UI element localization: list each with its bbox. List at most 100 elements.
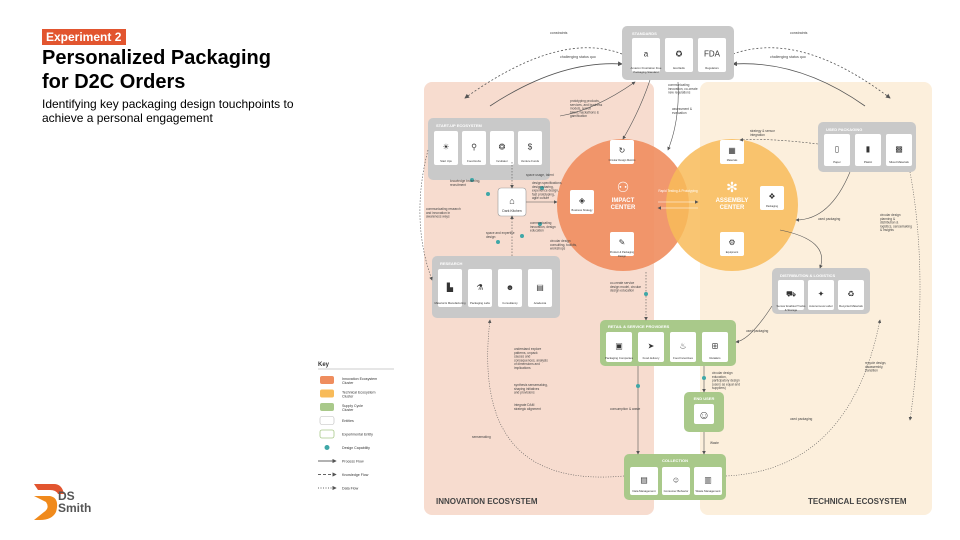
- legend-item-3: Entities: [319, 416, 354, 425]
- innovation-ecosystem-label: INNOVATION ECOSYSTEM: [436, 497, 538, 506]
- data-icon: ▤: [640, 475, 648, 484]
- flow-assembly-distribution: [779, 229, 823, 269]
- user-icon: ☺: [698, 408, 710, 422]
- challenging-flow-right: [732, 61, 866, 107]
- consumer-icon: ☺: [672, 475, 680, 484]
- cutlery-icon: ⚲: [471, 143, 477, 152]
- research-item-0: ▙Material & Manufacturing: [434, 269, 466, 307]
- distribution-item-0-label: Sensor Enabled Trucks: [777, 304, 807, 308]
- assembly-center-circle: [666, 139, 798, 271]
- logo-mark-icon: [34, 484, 64, 494]
- research-title: RESEARCH: [440, 261, 463, 266]
- strategy-icon: ◈: [579, 196, 586, 205]
- experiment-badge: Experiment 2: [42, 29, 127, 45]
- legend-swatch: [320, 376, 334, 384]
- flask-icon: ⚗: [476, 283, 483, 292]
- flow-label-assessment: assessment &evaluation: [672, 107, 693, 115]
- used-item-1: ▮Plastic: [855, 134, 881, 166]
- logo-line-2: Smith: [58, 501, 92, 515]
- impact-center-icon: ⚇: [617, 179, 630, 195]
- mixed-icon: ▩: [895, 145, 903, 154]
- packaging-icon: ❖: [768, 192, 775, 201]
- retail-item-3: ⊞Retailers: [702, 332, 728, 362]
- logo-line-1: DS: [58, 489, 75, 503]
- startup-item-2-label: Incubator: [496, 159, 508, 163]
- fda-icon: FDA: [704, 50, 721, 59]
- flow-label-prototyping: prototyping products,services, and busin…: [570, 99, 603, 118]
- design-icon: ✎: [619, 238, 626, 247]
- distribution-item-2-label: Recycled Materials: [839, 304, 863, 308]
- book-icon: ▤: [536, 283, 544, 292]
- consultant-icon: ☻: [506, 283, 514, 292]
- collection-item-2: ▥Waste Management: [694, 467, 722, 495]
- legend-item-7: Knowledge Flow: [318, 472, 369, 477]
- lightbulb-icon: ☀: [442, 143, 449, 152]
- flow-left-loop: [419, 149, 433, 281]
- truck-icon: ⛟: [786, 290, 796, 299]
- legend-title: Key: [318, 362, 330, 368]
- legend-item-8: Data Flow: [318, 485, 359, 491]
- assembly-node-2-label: Equipment: [726, 250, 739, 254]
- legend-swatch: [319, 429, 335, 439]
- research-item-1-label: Packaging Labs: [470, 301, 491, 305]
- circular-design-icon: ↻: [619, 146, 626, 155]
- impact-center-circle: [557, 139, 689, 271]
- flow-prototyping: [559, 81, 636, 117]
- flow-label-challenging-left: challenging status quo: [560, 55, 596, 59]
- impact-node-2-label-2: Design: [618, 254, 627, 258]
- standards-title: STANDARDS: [632, 31, 657, 36]
- collection-item-2-label: Waste Management: [696, 489, 721, 493]
- flow-standards-impact: [622, 79, 651, 140]
- flow-label-design_spec: design specifications,design sharing,exp…: [532, 181, 562, 200]
- legend-item-5: Design Capability: [324, 445, 370, 450]
- box-icon: ▣: [615, 342, 623, 351]
- slide-subtitle: Identifying key packaging design touchpo…: [42, 97, 294, 125]
- legend-label: Knowledge Flow: [342, 473, 369, 477]
- end-user-title: END USER: [694, 396, 715, 401]
- standards-item-2-label: Regulators: [705, 66, 719, 70]
- equipment-icon: ⚙: [728, 238, 735, 247]
- research-item-2-label: Consultancy: [502, 301, 518, 305]
- assembly-node-1-label: Packaging: [766, 204, 779, 208]
- legend-item-6: Process Flow: [318, 458, 364, 464]
- legend-swatch: [319, 416, 335, 425]
- legend-label: Process Flow: [342, 460, 364, 464]
- flow-label-constraints-right: constraints: [790, 31, 808, 35]
- flow-strategy-sensor: [739, 138, 819, 145]
- slide-title: Personalized Packaging for D2C Orders: [42, 46, 322, 94]
- assembly-center-title-1: ASSEMBLY: [716, 198, 749, 204]
- logo-wordmark: DS Smith: [58, 490, 91, 514]
- money-icon: $: [528, 143, 533, 152]
- flow-label-used_packaging_3: used packaging: [790, 417, 813, 421]
- assembly-center-icon: ✻: [726, 179, 738, 195]
- startup-item-1-label: Food Hubs: [467, 159, 481, 163]
- standards-item-1: ✪EcoVadis: [665, 38, 693, 72]
- assembly-node-0-label: Materials: [727, 158, 738, 162]
- flow-label-used_packaging_1: used packaging: [818, 217, 841, 221]
- flow-label-sensemaking: sensemaking: [472, 435, 491, 439]
- impact-node-1-label: Business Strategy: [572, 208, 594, 212]
- flow-label-knowledge: knowledge brokering,recruitment: [450, 179, 480, 187]
- retail-item-1-label: Food delivery: [643, 356, 660, 360]
- flow-collection-distribution: [725, 319, 882, 477]
- flow-label-challenging-right: challenging status quo: [770, 55, 806, 59]
- ds-smith-logo: [34, 484, 64, 520]
- retail-title: RETAIL & SERVICE PROVIDERS: [608, 324, 670, 329]
- legend-label: Experimental Entity: [342, 433, 373, 437]
- retail-item-1: ➤Food delivery: [638, 332, 664, 362]
- startup-item-3: $Venture Funds: [518, 131, 542, 165]
- overlap-label: Rapid Testing & Prototyping: [658, 189, 698, 193]
- used-item-2: ▩Mixed Materials: [886, 134, 912, 166]
- impact-center-title-2: CENTER: [611, 205, 636, 211]
- research-item-3-label: Academia: [534, 301, 547, 305]
- ecosystem-diagram: INNOVATION ECOSYSTEM TECHNICAL ECOSYSTEM…: [419, 26, 932, 515]
